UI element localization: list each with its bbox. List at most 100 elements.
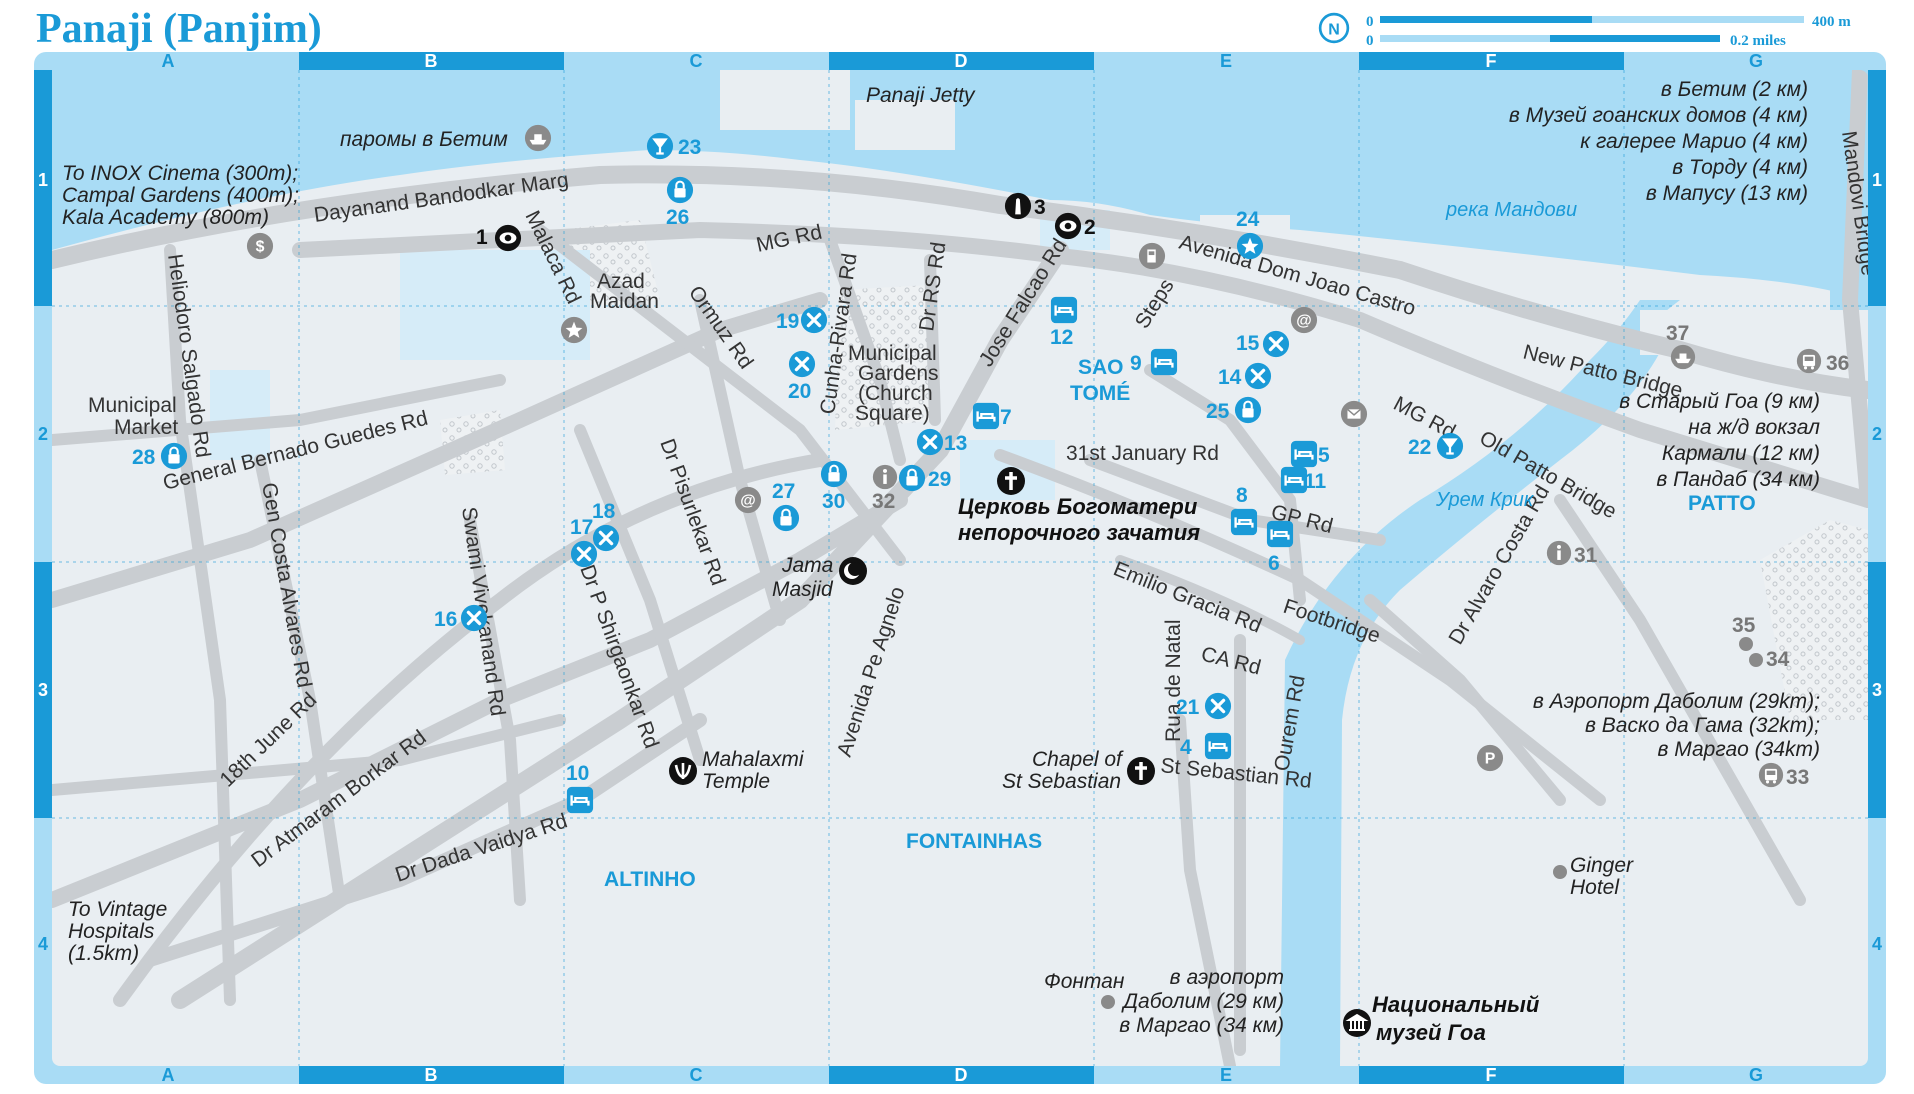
svg-text:2: 2 <box>1872 424 1882 444</box>
marker-30[interactable]: 30 <box>820 460 848 513</box>
restaurant-icon <box>570 540 598 568</box>
marker-17[interactable]: 17 <box>570 516 598 568</box>
road-network <box>52 70 1868 1066</box>
museum-icon <box>1342 1008 1372 1038</box>
fuel-icon <box>1138 242 1166 270</box>
label-vintage-hospitals: To Vintage Hospitals (1.5km) <box>68 898 167 965</box>
ferry-icon <box>1670 344 1696 370</box>
parking-icon <box>1476 744 1504 772</box>
marker-26[interactable]: 26 <box>666 176 694 229</box>
svg-text:C: C <box>690 51 703 71</box>
shopping-icon <box>820 460 848 488</box>
drink-icon <box>1436 432 1464 460</box>
svg-text:3: 3 <box>1872 680 1882 700</box>
svg-text:18: 18 <box>592 500 616 523</box>
restaurant-icon <box>1244 362 1272 390</box>
svg-text:Ginger: Ginger <box>1570 854 1634 877</box>
marker-9[interactable]: 9 <box>1130 348 1178 376</box>
restaurant-icon <box>460 604 488 632</box>
svg-text:Chapel of: Chapel of <box>1032 748 1124 771</box>
marker-19[interactable]: 19 <box>776 306 828 334</box>
marker-25[interactable]: 25 <box>1206 396 1262 424</box>
marker-5[interactable]: 5 <box>1290 440 1330 468</box>
svg-text:1: 1 <box>1872 170 1882 190</box>
svg-text:Mahalaxmi: Mahalaxmi <box>702 748 805 771</box>
svg-text:34: 34 <box>1766 648 1790 671</box>
svg-text:в Мапусу (13 км): в Мапусу (13 км) <box>1646 182 1808 205</box>
svg-text:Azad: Azad <box>597 270 645 293</box>
post-office-icon <box>1340 400 1368 428</box>
svg-text:8: 8 <box>1236 484 1248 507</box>
marker-18[interactable]: 18 <box>592 500 620 552</box>
marker-34[interactable]: 34 <box>1749 648 1790 671</box>
label-fontan: Фонтан <box>1044 970 1125 993</box>
marker-36[interactable]: 36 <box>1796 348 1849 375</box>
marker-6[interactable]: 6 <box>1266 520 1294 575</box>
marker-20[interactable]: 20 <box>788 350 816 403</box>
marker-21[interactable]: 21 <box>1176 692 1232 720</box>
svg-text:Национальный: Национальный <box>1372 992 1540 1017</box>
district-fontainhas: FONTAINHAS <box>906 830 1042 853</box>
svg-text:4: 4 <box>38 934 48 954</box>
marker-15[interactable]: 15 <box>1236 330 1290 358</box>
marker-24[interactable]: 24 <box>1236 208 1264 260</box>
marker-16[interactable]: 16 <box>434 604 488 632</box>
label-to-old-goa: в Старый Гоа (9 км) на ж/д вокзал Кармал… <box>1619 390 1820 491</box>
grid-labels: A B C D E F G A B C D E F G 1 2 3 4 1 2 … <box>38 51 1882 1085</box>
monument-star-icon <box>560 316 588 344</box>
marker-22[interactable]: 22 <box>1408 432 1464 460</box>
marker-10[interactable]: 10 <box>566 762 594 814</box>
marker-32[interactable]: 32 <box>872 464 898 513</box>
svg-text:музей Гоа: музей Гоа <box>1376 1020 1486 1045</box>
svg-text:25: 25 <box>1206 400 1230 423</box>
entertainment-icon <box>1236 232 1264 260</box>
hotel-icon <box>1050 296 1078 324</box>
svg-text:G: G <box>1749 1065 1763 1085</box>
svg-text:29: 29 <box>928 468 951 491</box>
marker-1[interactable]: 1 <box>476 224 522 252</box>
scale-km-label: 400 m <box>1812 14 1851 30</box>
marker-4[interactable]: 4 <box>1180 732 1232 760</box>
marker-29[interactable]: 29 <box>898 464 951 492</box>
shopping-icon <box>772 504 800 532</box>
svg-text:в аэропорт: в аэропорт <box>1170 966 1284 989</box>
marker-37[interactable]: 37 <box>1666 322 1696 370</box>
svg-text:21: 21 <box>1176 696 1200 719</box>
marker-11[interactable]: 11 <box>1280 466 1327 494</box>
svg-text:15: 15 <box>1236 332 1260 355</box>
grid-bars <box>34 52 1886 1084</box>
marker-31[interactable]: 31 <box>1546 540 1598 567</box>
svg-text:непорочного зачатия: непорочного зачатия <box>958 520 1200 545</box>
svg-text:37: 37 <box>1666 322 1689 345</box>
bus-icon <box>1758 762 1784 788</box>
svg-text:Municipal: Municipal <box>848 342 937 365</box>
svg-text:35: 35 <box>1732 614 1756 637</box>
svg-text:(1.5km): (1.5km) <box>68 942 139 965</box>
drink-icon <box>646 132 674 160</box>
sight-icon <box>1054 212 1082 240</box>
marker-35[interactable]: 35 <box>1732 614 1756 651</box>
ginger-hotel-dot <box>1553 865 1567 879</box>
marker-13[interactable]: 13 <box>916 428 967 456</box>
marker-27[interactable]: 27 <box>772 480 800 532</box>
label-azad-maidan: Azad Maidan <box>590 270 659 313</box>
marker-28[interactable]: 28 <box>132 442 188 470</box>
svg-text:в Васко да Гама (32km);: в Васко да Гама (32km); <box>1585 714 1820 737</box>
svg-text:36: 36 <box>1826 352 1849 375</box>
marker-3[interactable]: 3 <box>1004 192 1046 220</box>
marker-14[interactable]: 14 <box>1218 362 1272 390</box>
marker-8[interactable]: 8 <box>1230 484 1258 536</box>
svg-text:2: 2 <box>1084 216 1096 239</box>
svg-text:Temple: Temple <box>702 770 770 793</box>
marker-2[interactable]: 2 <box>1054 212 1096 240</box>
marker-7[interactable]: 7 <box>972 402 1012 430</box>
restaurant-icon <box>1262 330 1290 358</box>
marker-12[interactable]: 12 <box>1050 296 1078 349</box>
svg-text:Market: Market <box>114 416 178 439</box>
marker-23[interactable]: 23 <box>646 132 701 160</box>
label-to-airport-south: в аэропорт Даболим (29 км) в Маргао (34 … <box>1119 966 1284 1037</box>
restaurant-icon <box>1204 692 1232 720</box>
marker-33[interactable]: 33 <box>1758 762 1809 789</box>
shopping-icon <box>666 176 694 204</box>
north-arrow-icon <box>1318 12 1350 44</box>
